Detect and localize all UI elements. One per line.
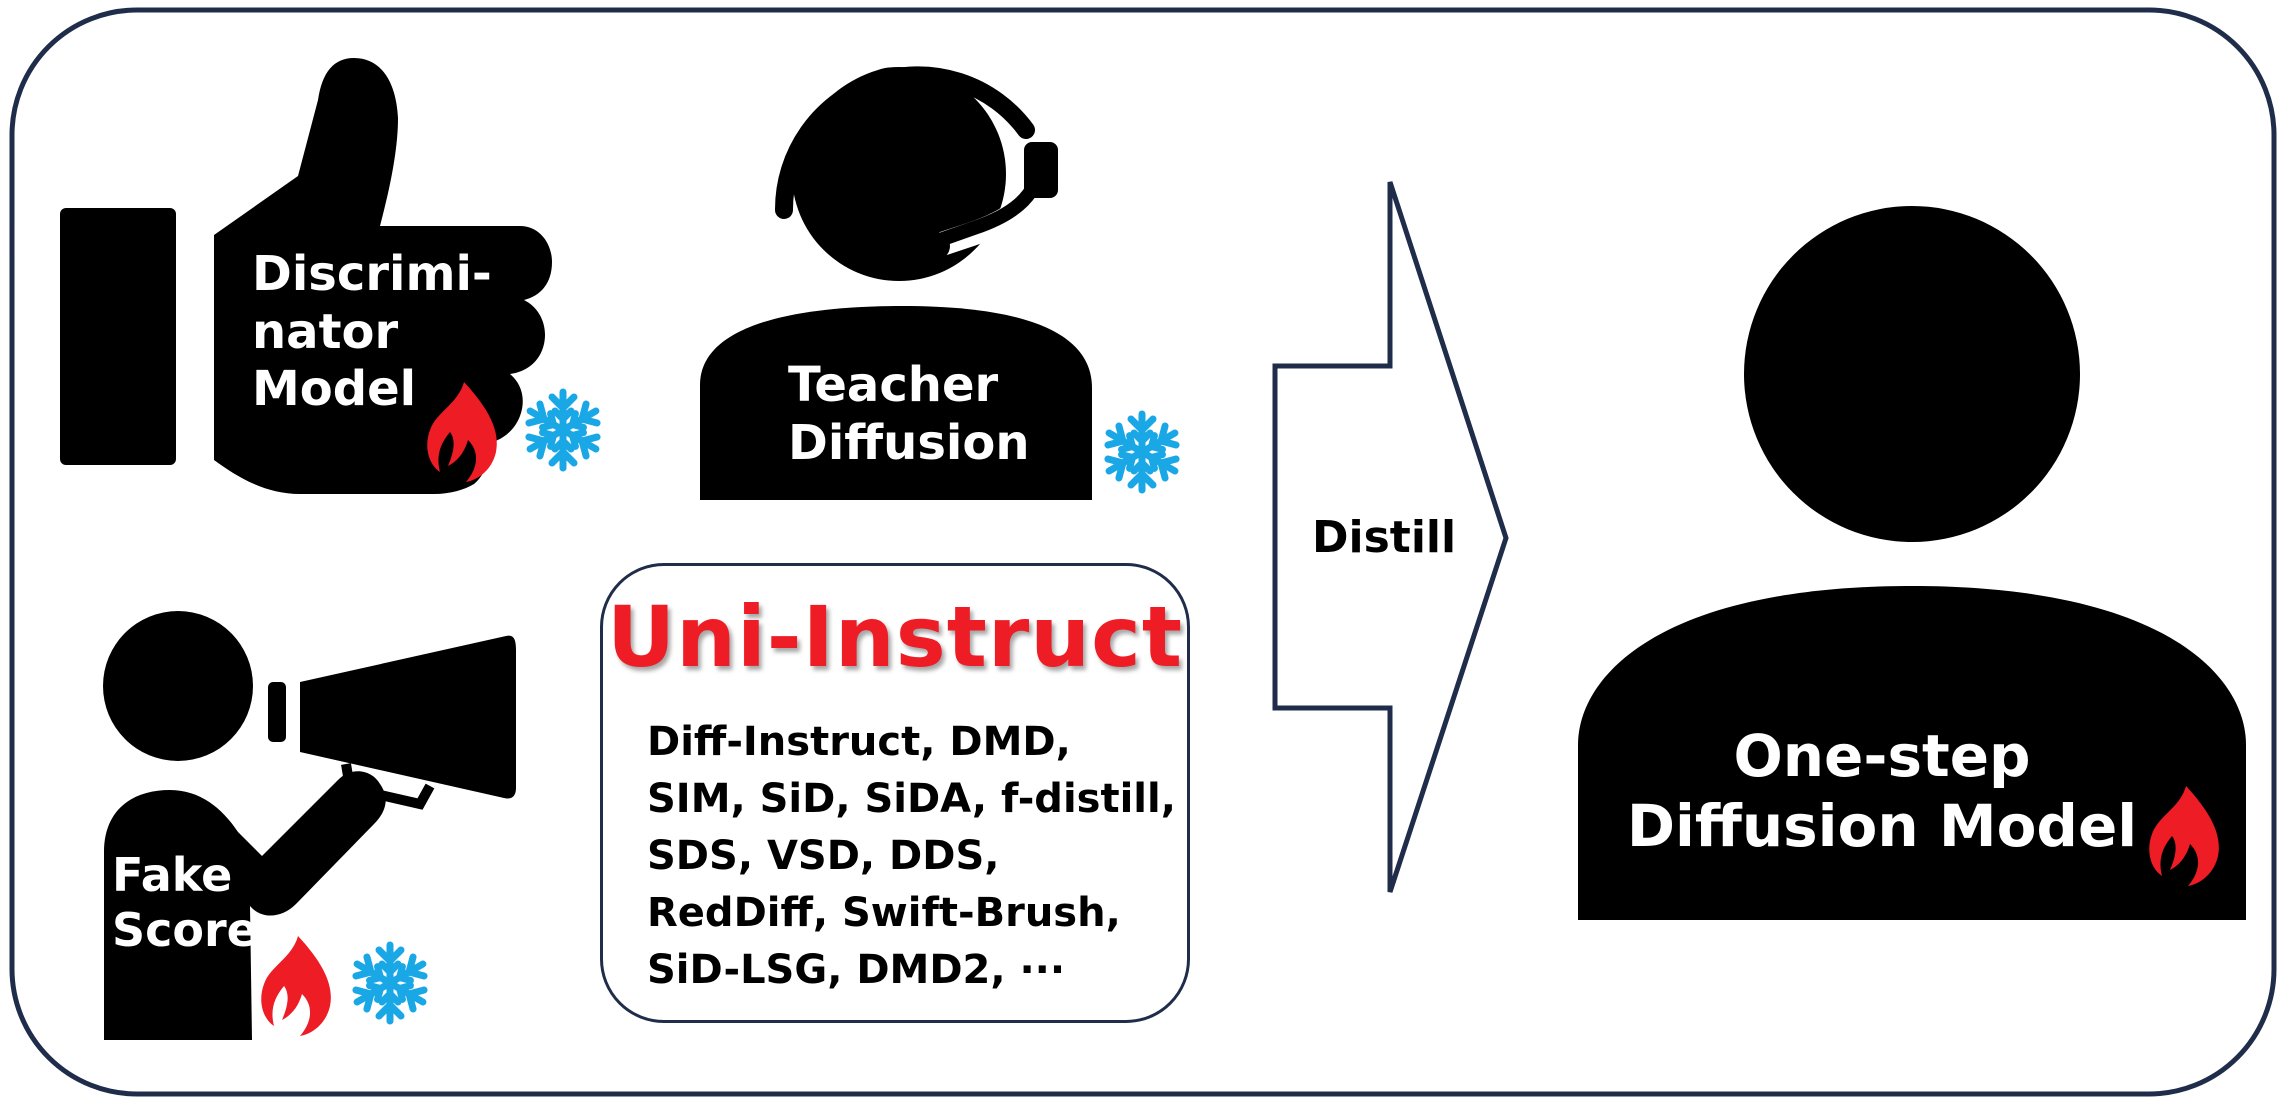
uni-instruct-box: Uni-Instruct Diff-Instruct, DMD, SIM, Si… <box>600 563 1190 1023</box>
one-step-line-2: Diffusion Model <box>1626 792 2138 861</box>
method-line: SIM, SiD, SiDA, f-distill, <box>647 776 1176 822</box>
megaphone-person-icon <box>103 611 516 1040</box>
outer-frame <box>9 7 2277 1097</box>
method-line: Diff-Instruct, DMD, <box>647 719 1071 765</box>
teacher-line-2: Diffusion <box>788 414 1030 471</box>
discriminator-line-1: Discrimi- <box>252 246 492 302</box>
snowflake-icon <box>352 945 429 1021</box>
distill-label: Distill <box>1312 512 1457 563</box>
fire-icon <box>261 936 331 1036</box>
teacher-label: Teacher Diffusion <box>788 357 1030 472</box>
method-line: SDS, VSD, DDS, <box>647 833 1000 879</box>
discriminator-label: Discrimi- nator Model <box>252 246 492 419</box>
snowflake-icon <box>525 392 602 468</box>
method-line: RedDiff, Swift-Brush, <box>647 890 1121 936</box>
one-step-label: One-step Diffusion Model <box>1612 721 2152 861</box>
method-line: SiD-LSG, DMD2, ··· <box>647 947 1066 993</box>
fake-score-label: Fake Score <box>112 848 258 958</box>
discriminator-line-3: Model <box>252 361 417 418</box>
thumbs-up-icon <box>60 58 552 494</box>
person-icon <box>1578 206 2246 920</box>
fake-score-line-2: Score <box>112 903 258 958</box>
one-step-line-1: One-step <box>1733 722 2031 790</box>
method-list: Diff-Instruct, DMD, SIM, SiD, SiDA, f-di… <box>647 714 1176 999</box>
arrow-icon <box>1272 181 1509 893</box>
teacher-line-1: Teacher <box>788 357 999 413</box>
snowflake-icon <box>1104 414 1181 490</box>
uni-instruct-title: Uni-Instruct <box>606 588 1184 686</box>
discriminator-line-2: nator <box>252 303 399 360</box>
fake-score-line-1: Fake <box>112 848 233 902</box>
headset-person-icon <box>700 42 1092 500</box>
